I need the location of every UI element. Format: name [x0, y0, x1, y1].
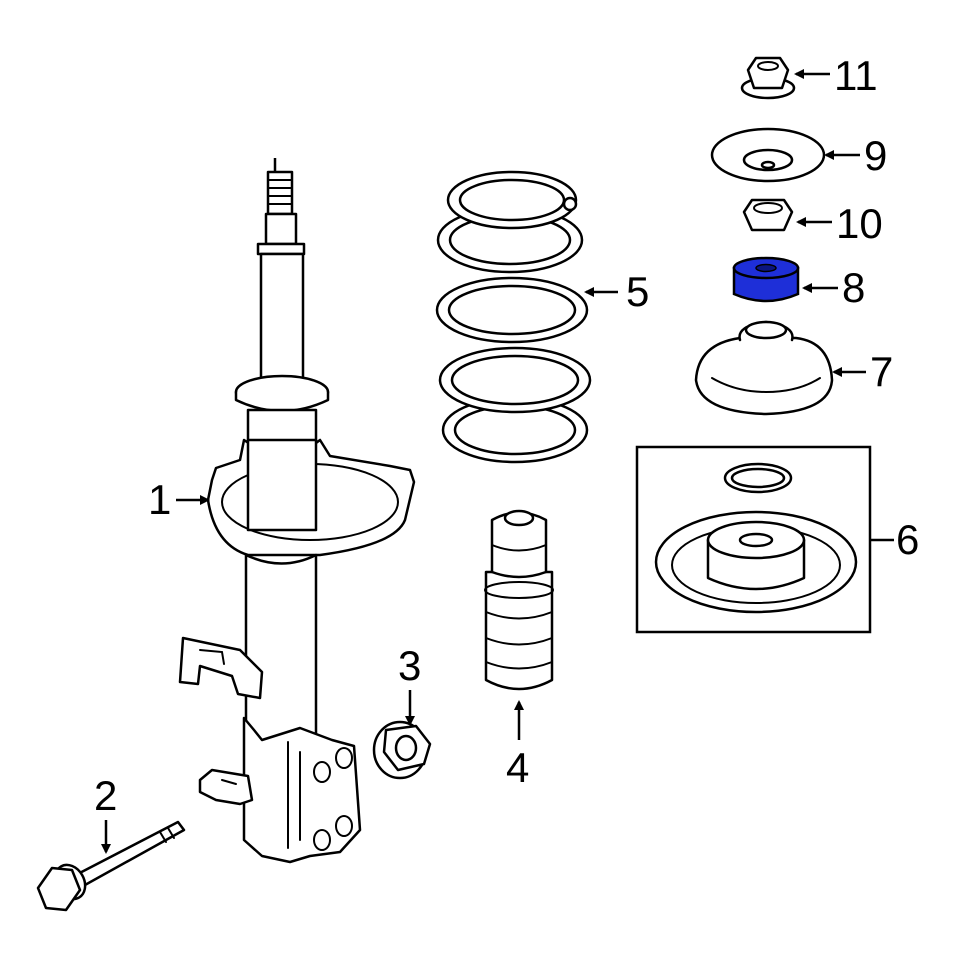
callout-arrows [101, 69, 894, 854]
washer[interactable] [710, 127, 826, 183]
callout-label-7: 7 [870, 348, 893, 395]
bushing-highlighted[interactable] [732, 256, 800, 303]
callout-label-5: 5 [626, 268, 649, 315]
callout-label-3: 3 [398, 642, 421, 689]
bushing-hole [755, 263, 777, 273]
bump-stop[interactable] [484, 509, 554, 691]
callout-label-2: 2 [94, 772, 117, 819]
hex-nut[interactable] [742, 198, 794, 232]
callout-label-10: 10 [836, 200, 883, 247]
strut-mount[interactable] [694, 320, 834, 416]
flange-nut[interactable] [372, 720, 432, 780]
mount-kit[interactable] [635, 445, 872, 634]
top-flange-nut[interactable] [740, 56, 796, 100]
bolt[interactable] [36, 820, 186, 912]
callout-label-1: 1 [148, 476, 171, 523]
coil-spring[interactable] [435, 170, 592, 464]
strut-assembly[interactable] [178, 158, 416, 864]
callout-label-9: 9 [864, 132, 887, 179]
callout-label-4: 4 [506, 744, 529, 791]
callout-label-6: 6 [896, 516, 919, 563]
callout-label-11: 11 [834, 52, 878, 99]
callout-label-8: 8 [842, 264, 865, 311]
